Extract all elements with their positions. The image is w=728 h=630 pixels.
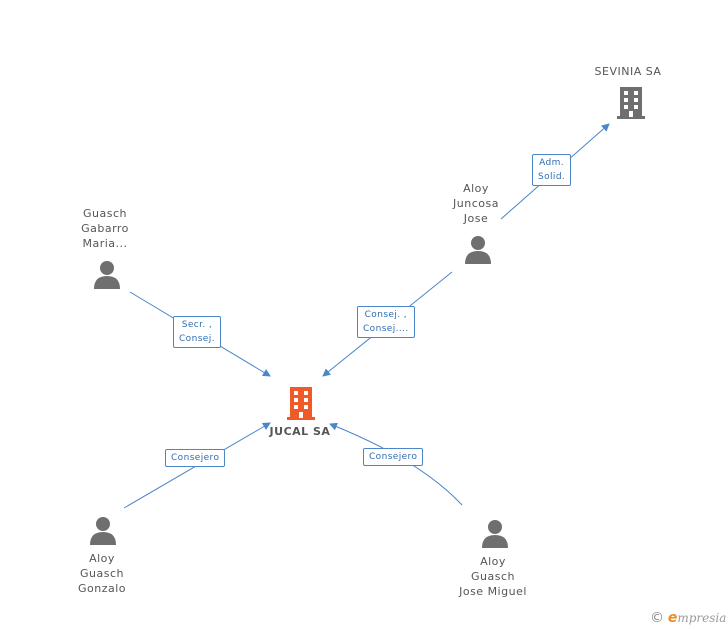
name-line: Gabarro <box>81 222 129 235</box>
main-company-building-icon[interactable] <box>285 385 317 421</box>
edge-label-line: Consej. <box>179 334 215 344</box>
name-line: Maria... <box>82 237 128 250</box>
empresia-logo[interactable]: © empresia <box>650 610 726 626</box>
person-label-aloy-juncosa[interactable]: Aloy Juncosa Jose <box>436 181 516 226</box>
person-icon[interactable] <box>93 260 121 290</box>
person-label-aloy-guasch-jose-miguel[interactable]: Aloy Guasch Jose Miguel <box>448 554 538 599</box>
person-icon[interactable] <box>464 235 492 265</box>
edge-label-line: Adm. <box>539 158 565 168</box>
name-line: Gonzalo <box>77 582 127 595</box>
edge-label-line: Consejero <box>171 453 220 463</box>
edge-label-secr-consej[interactable]: Secr. , Consej. <box>173 316 221 348</box>
edge-label-adm-solid[interactable]: Adm. Solid. <box>532 154 572 186</box>
name-line: Jose <box>463 212 489 225</box>
person-label-guasch-gabarro[interactable]: Guasch Gabarro Maria... <box>65 206 145 251</box>
logo-text: mpresia <box>677 611 727 625</box>
name-line: Guasch <box>471 570 515 583</box>
name-line: Aloy <box>480 555 506 568</box>
company-label-sevinia[interactable]: SEVINIA SA <box>594 65 662 78</box>
person-icon[interactable] <box>89 516 117 546</box>
copyright-symbol: © <box>650 610 664 626</box>
company-label-jucal[interactable]: JUCAL SA <box>269 425 331 438</box>
name-line: Jose Miguel <box>459 585 527 598</box>
building-icon[interactable] <box>615 85 647 119</box>
logo-initial: e <box>667 610 678 626</box>
edge-label-line: Consej.... <box>363 324 409 334</box>
edge-label-line: Solid. <box>538 172 566 182</box>
name-line: Guasch <box>83 207 127 220</box>
edge-label-line: Secr. , <box>181 320 213 330</box>
edge-label-consejero-left[interactable]: Consejero <box>165 449 226 467</box>
edge-label-consejero-right[interactable]: Consejero <box>363 448 424 466</box>
edge-label-line: Consej. , <box>364 310 408 320</box>
person-label-aloy-guasch-gonzalo[interactable]: Aloy Guasch Gonzalo <box>62 551 142 596</box>
edge-label-line: Consejero <box>369 452 418 462</box>
name-line: Aloy <box>463 182 489 195</box>
name-line: Juncosa <box>453 197 499 210</box>
edge-label-consej-consej[interactable]: Consej. , Consej.... <box>357 306 415 338</box>
name-line: Aloy <box>89 552 115 565</box>
name-line: Guasch <box>80 567 124 580</box>
person-icon[interactable] <box>481 519 509 549</box>
